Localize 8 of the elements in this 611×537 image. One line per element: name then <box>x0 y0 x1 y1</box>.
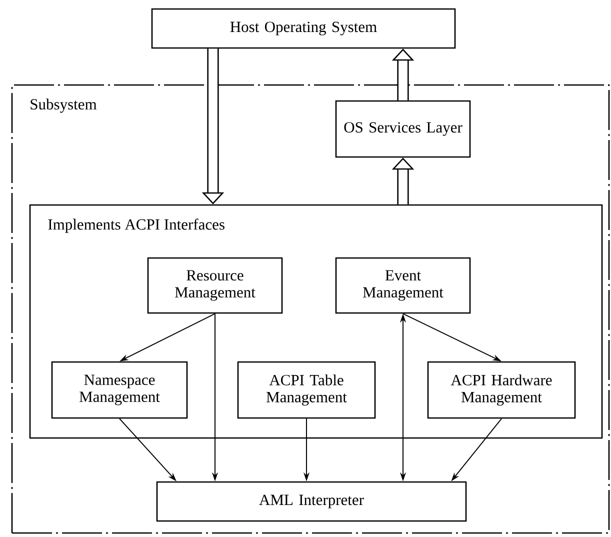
process-box: AML Interpreter <box>156 481 467 522</box>
process-box: OS Services Layer <box>335 100 471 158</box>
process-box: Host Operating System <box>151 8 456 49</box>
process-box: Event Management <box>335 257 471 314</box>
process-box: ACPI Hardware Management <box>427 361 576 419</box>
process-box: Resource Management <box>147 257 283 314</box>
process-box: ACPI Table Management <box>237 361 376 419</box>
process-box: Namespace Management <box>51 361 188 419</box>
